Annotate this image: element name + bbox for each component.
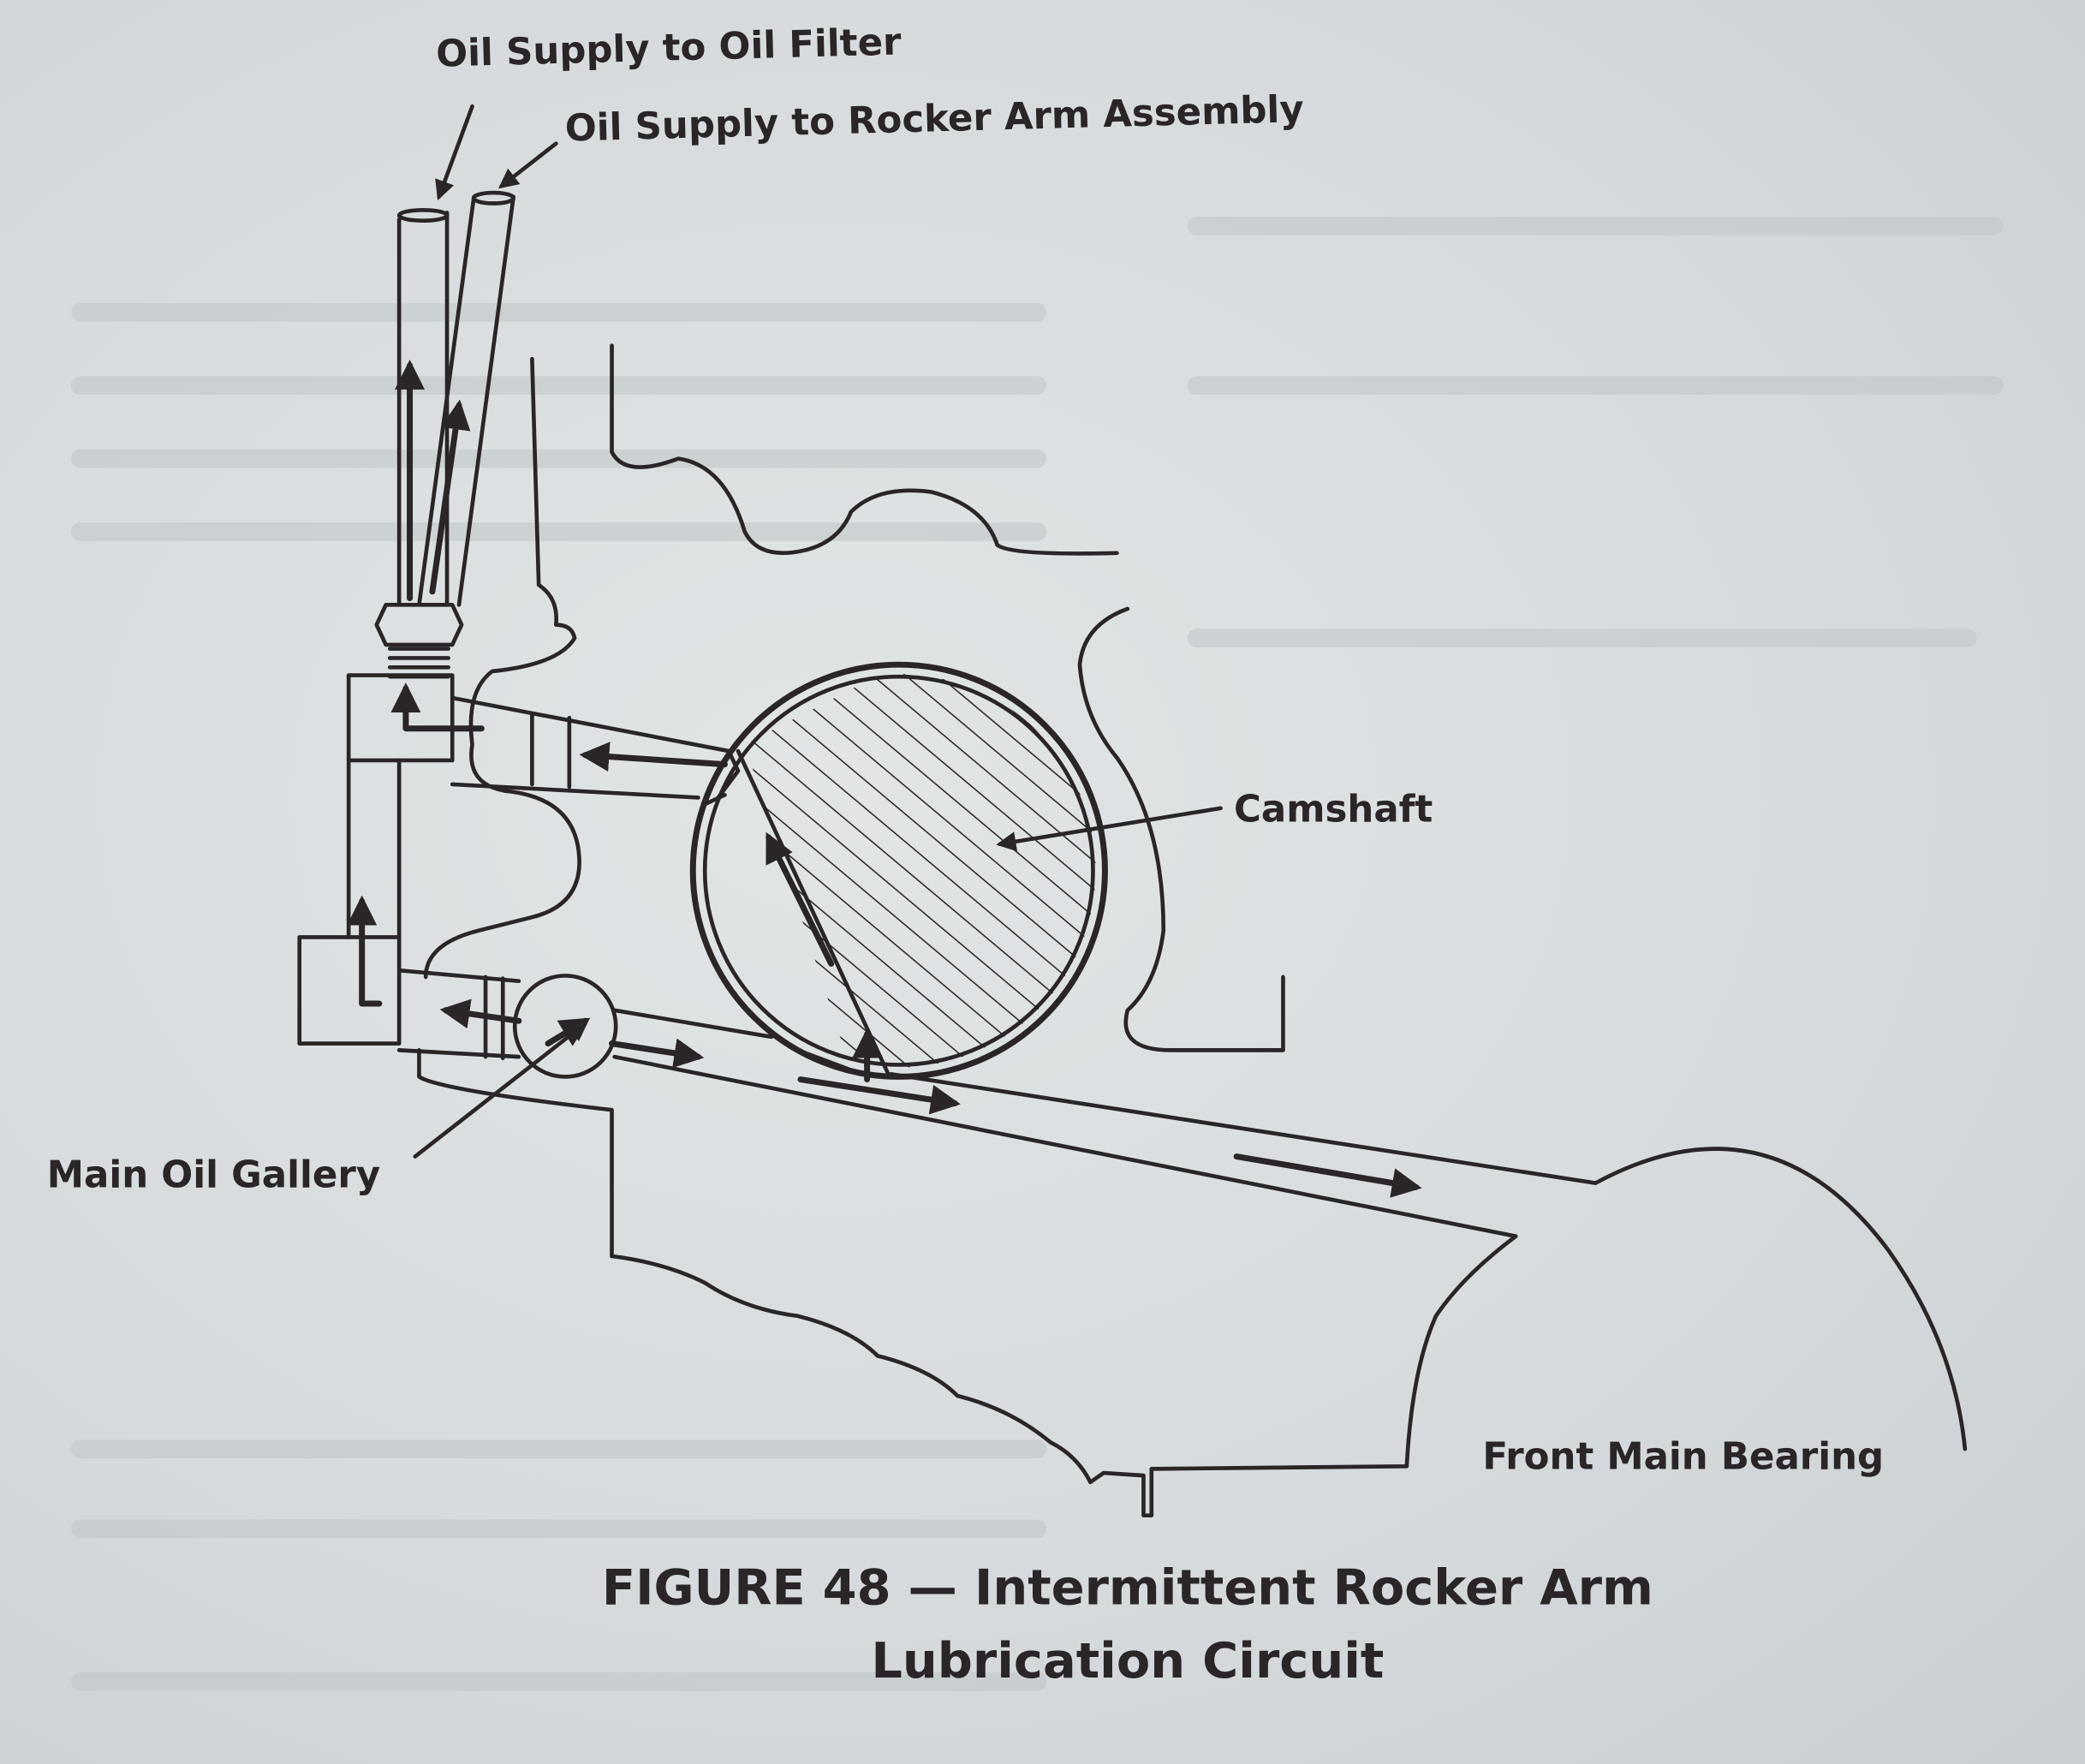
label-rocker-arm: Oil Supply to Rocker Arm Assembly (564, 88, 1304, 151)
arrow-through-cam (765, 831, 835, 967)
arrow-up-rocker (429, 399, 471, 595)
arrow-to-tee (579, 742, 728, 772)
arrow-right-gallery (609, 1038, 705, 1069)
arrow-gallery-2 (1233, 1153, 1422, 1198)
fitting-nut (374, 603, 464, 679)
label-front-main-bearing: Front Main Bearing (1482, 1435, 1884, 1478)
main-oil-gallery-pipe (512, 974, 1598, 1239)
engine-block-outline (417, 343, 1968, 1518)
figure-caption-line2: Lubrication Circuit (871, 1632, 1384, 1690)
bleed-through-text (70, 217, 2004, 1691)
arrow-tee (390, 682, 485, 732)
leader-lines (413, 104, 1223, 1159)
arrow-left-gallery (439, 998, 522, 1029)
rocker-arm-pipe (417, 190, 515, 607)
camshaft (689, 661, 1108, 1080)
figure-caption-line1: FIGURE 48 — Intermittent Rocker Arm (602, 1559, 1653, 1617)
vertical-pipe (346, 758, 402, 939)
label-main-oil-gallery: Main Oil Gallery (47, 1153, 380, 1196)
lower-block (297, 935, 521, 1061)
label-oil-filter: Oil Supply to Oil Filter (436, 21, 903, 75)
flow-arrows (347, 359, 1422, 1198)
arrow-up-block (347, 895, 383, 1007)
label-camshaft: Camshaft (1234, 788, 1433, 831)
arrow-gallery-1 (797, 1076, 961, 1115)
